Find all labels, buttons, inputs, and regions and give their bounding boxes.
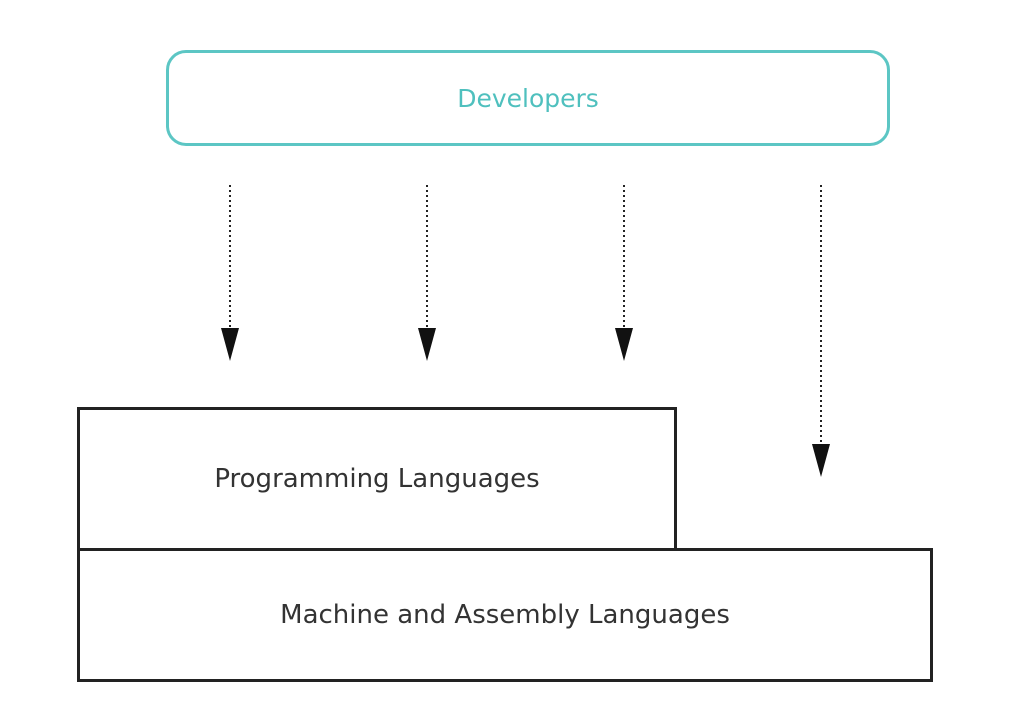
developers-box: Developers — [166, 50, 890, 146]
arrow-to-programming-1 — [221, 185, 239, 361]
arrow-to-programming-2 — [418, 185, 436, 361]
arrow-to-programming-3 — [615, 185, 633, 361]
programming-languages-box: Programming Languages — [77, 407, 677, 551]
machine-assembly-languages-box: Machine and Assembly Languages — [77, 548, 933, 682]
arrow-to-machine-assembly — [812, 185, 830, 477]
